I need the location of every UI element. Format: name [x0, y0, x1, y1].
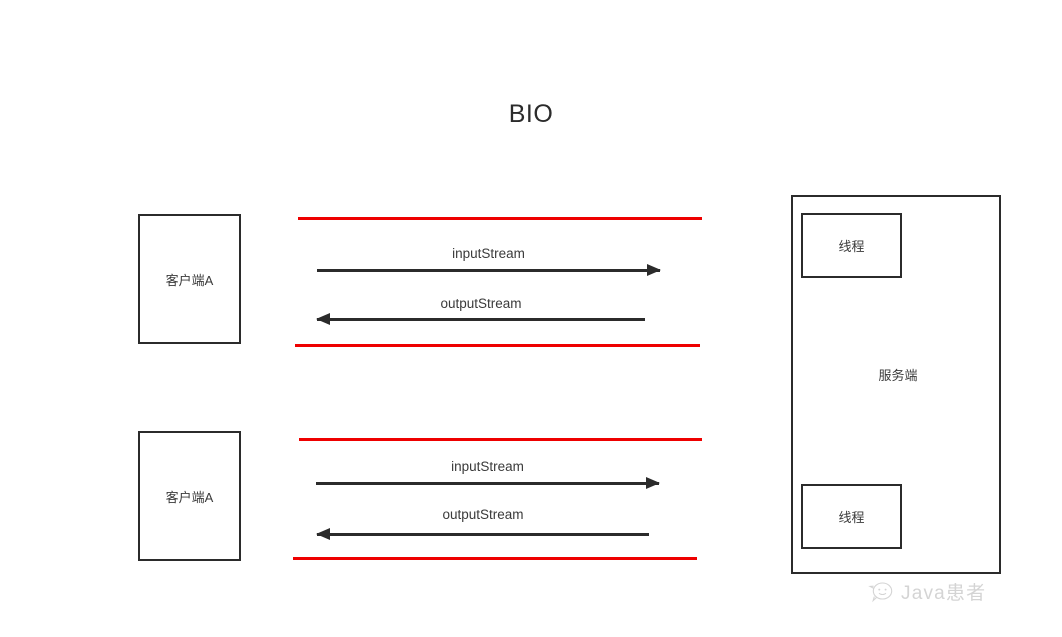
arrow-shaft: [317, 533, 649, 536]
wechat-speech-bubble-icon: [868, 580, 894, 604]
arrow-head-left-icon: [316, 313, 330, 325]
client-box-2: 客户端A: [138, 431, 241, 561]
output-stream-arrow-2: [316, 528, 649, 540]
arrow-shaft: [317, 318, 645, 321]
thread-box-2: 线程: [801, 484, 902, 549]
output-stream-label-2: outputStream: [442, 507, 524, 522]
thread-box-1: 线程: [801, 213, 902, 278]
watermark: Java患者: [868, 578, 986, 605]
input-stream-label-2: inputStream: [451, 459, 524, 474]
arrow-head-left-icon: [316, 528, 330, 540]
connection-boundary-line-top: [298, 217, 702, 220]
output-stream-label-1: outputStream: [440, 296, 522, 311]
input-stream-arrow-1: [317, 264, 661, 276]
arrow-head-right-icon: [646, 477, 660, 489]
thread-box-2-label: 线程: [838, 510, 865, 525]
arrow-shaft: [316, 482, 659, 485]
connection-group-1: inputStream outputStream: [0, 210, 1062, 355]
connection-group-2: inputStream outputStream: [0, 427, 1062, 572]
connection-boundary-line-bottom: [293, 557, 697, 560]
client-box-1: 客户端A: [138, 214, 241, 344]
arrow-head-right-icon: [647, 264, 661, 276]
arrow-shaft: [317, 269, 660, 272]
watermark-text: Java患者: [901, 583, 987, 604]
output-stream-arrow-1: [316, 313, 645, 325]
page-title: BIO: [508, 100, 554, 128]
server-box-label: 服务端: [878, 368, 918, 383]
server-box: 线程 服务端 线程: [791, 195, 1001, 574]
input-stream-arrow-2: [316, 477, 660, 489]
thread-box-1-label: 线程: [838, 239, 865, 254]
connection-boundary-line-top: [299, 438, 702, 441]
connection-boundary-line-bottom: [295, 344, 700, 347]
input-stream-label-1: inputStream: [452, 246, 525, 261]
client-box-2-label: 客户端A: [165, 489, 214, 505]
client-box-1-label: 客户端A: [165, 272, 214, 288]
